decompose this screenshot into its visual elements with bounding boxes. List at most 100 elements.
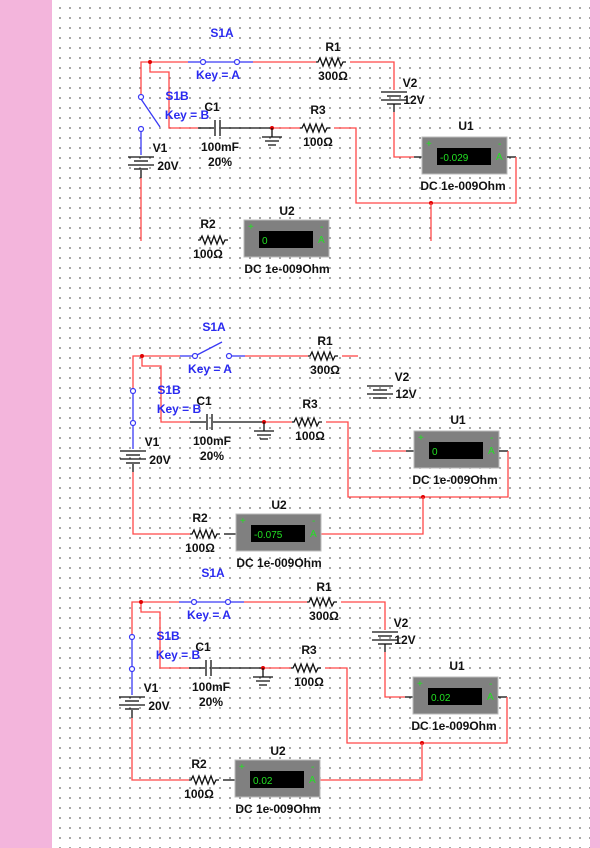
resistor-r3[interactable]	[300, 122, 330, 134]
battery-v1[interactable]	[119, 696, 145, 710]
label-c1: C1	[196, 394, 212, 408]
meter-display	[250, 771, 304, 788]
ground-icon[interactable]	[254, 422, 274, 440]
label-key-a: Key = A	[196, 68, 240, 82]
label-c1-value: 100mF	[192, 680, 230, 694]
resistor-r1[interactable]	[316, 56, 346, 68]
label-r3-value: 100Ω	[294, 675, 324, 689]
wire-to-c1[interactable]	[140, 602, 189, 669]
switch-contact[interactable]	[199, 58, 207, 66]
battery-v1[interactable]	[128, 156, 154, 170]
ampere-icon: A	[310, 529, 317, 540]
ammeter-u1[interactable]: +-A0.02	[412, 676, 499, 715]
label-r2-value: 100Ω	[185, 541, 215, 555]
minus-terminal-icon: -	[311, 762, 314, 773]
ground-icon[interactable]	[253, 668, 273, 686]
resistor-r2[interactable]	[198, 234, 228, 246]
label-v2: V2	[403, 76, 418, 90]
wire-v1-r2[interactable]	[131, 718, 189, 781]
label-r1: R1	[317, 334, 333, 348]
battery-v2[interactable]	[367, 385, 393, 399]
wire-u2-junction[interactable]	[321, 497, 424, 535]
meter-reading: 0	[262, 236, 268, 247]
resistor-r1[interactable]	[307, 596, 337, 608]
wire-r1-v2[interactable]	[350, 61, 395, 90]
minus-terminal-icon: -	[312, 516, 315, 527]
ampere-icon: A	[318, 235, 325, 246]
label-c1-value: 100mF	[193, 434, 231, 448]
switch-s1a-blade[interactable]	[196, 341, 223, 356]
label-key-a: Key = A	[188, 362, 232, 376]
label-v1-value: 20V	[148, 699, 169, 713]
label-r3: R3	[301, 643, 317, 657]
wire-v2-u1[interactable]	[393, 112, 414, 158]
label-v2-value: 12V	[394, 633, 415, 647]
switch-contact[interactable]	[129, 419, 137, 427]
switch-contact[interactable]	[129, 387, 137, 395]
label-v1: V1	[145, 435, 160, 449]
ammeter-u1[interactable]: +-A0	[413, 430, 500, 469]
label-v2-value: 12V	[395, 387, 416, 401]
label-c1-value: 100mF	[201, 140, 239, 154]
wire-to-c1[interactable]	[141, 356, 190, 423]
junction-dot	[148, 60, 152, 64]
wire-v1-r2[interactable]	[132, 472, 190, 535]
wire-top-left[interactable]	[131, 601, 179, 635]
wire-r1-v2[interactable]	[341, 601, 386, 630]
plus-terminal-icon: +	[240, 516, 246, 527]
capacitor-c1[interactable]	[206, 414, 213, 430]
resistor-r1[interactable]	[308, 350, 338, 362]
label-s1a: S1A	[202, 320, 226, 334]
meter-display	[251, 525, 305, 542]
ammeter-u2[interactable]: +-A-0.075	[235, 513, 322, 552]
label-u2-mode: DC 1e-009Ohm	[235, 802, 320, 816]
switch-contact[interactable]	[191, 352, 199, 360]
switch-contact[interactable]	[137, 125, 145, 133]
capacitor-c1[interactable]	[214, 120, 221, 136]
wire-top-left[interactable]	[140, 61, 188, 95]
wire-top-left[interactable]	[132, 355, 180, 389]
wire-u1-r3[interactable]	[325, 667, 508, 744]
capacitor-c1[interactable]	[205, 660, 212, 676]
junction-dot	[140, 354, 144, 358]
plus-terminal-icon: +	[418, 433, 424, 444]
label-c1-tolerance: 20%	[199, 695, 223, 709]
minus-terminal-icon: -	[498, 139, 501, 150]
ammeter-u2[interactable]: +-A0.02	[234, 759, 321, 798]
switch-contact[interactable]	[225, 352, 233, 360]
battery-v1[interactable]	[120, 450, 146, 464]
wire-u2-junction[interactable]	[320, 743, 423, 781]
plus-terminal-icon: +	[248, 222, 254, 233]
switch-contact[interactable]	[128, 665, 136, 673]
switch-contact[interactable]	[137, 93, 145, 101]
switch-contact[interactable]	[233, 58, 241, 66]
battery-v2[interactable]	[381, 91, 407, 105]
label-r2: R2	[192, 511, 208, 525]
label-u1-mode: DC 1e-009Ohm	[420, 179, 505, 193]
label-key-b: Key = B	[157, 402, 202, 416]
switch-contact[interactable]	[224, 598, 232, 606]
label-u2: U2	[279, 204, 295, 218]
meter-display	[437, 148, 491, 165]
label-s1a: S1A	[210, 26, 234, 40]
switch-s1b-blade[interactable]	[140, 98, 161, 128]
label-u2-mode: DC 1e-009Ohm	[236, 556, 321, 570]
wire-v2-u1[interactable]	[384, 652, 405, 698]
resistor-r3[interactable]	[291, 662, 321, 674]
resistor-r3[interactable]	[292, 416, 322, 428]
wire-to-c1[interactable]	[149, 62, 198, 129]
ground-icon[interactable]	[262, 128, 282, 146]
switch-contact[interactable]	[128, 633, 136, 641]
ammeter-u2[interactable]: +-A0	[243, 219, 330, 258]
wire-u1-r3[interactable]	[334, 127, 517, 204]
meter-display	[428, 688, 482, 705]
resistor-r2[interactable]	[189, 774, 219, 786]
resistor-r2[interactable]	[190, 528, 220, 540]
label-key-a: Key = A	[187, 608, 231, 622]
wire-u1-r3[interactable]	[326, 421, 509, 498]
ammeter-u1[interactable]: +-A-0.029	[421, 136, 508, 175]
label-r1-value: 300Ω	[310, 363, 340, 377]
junction-dot	[139, 600, 143, 604]
switch-contact[interactable]	[190, 598, 198, 606]
